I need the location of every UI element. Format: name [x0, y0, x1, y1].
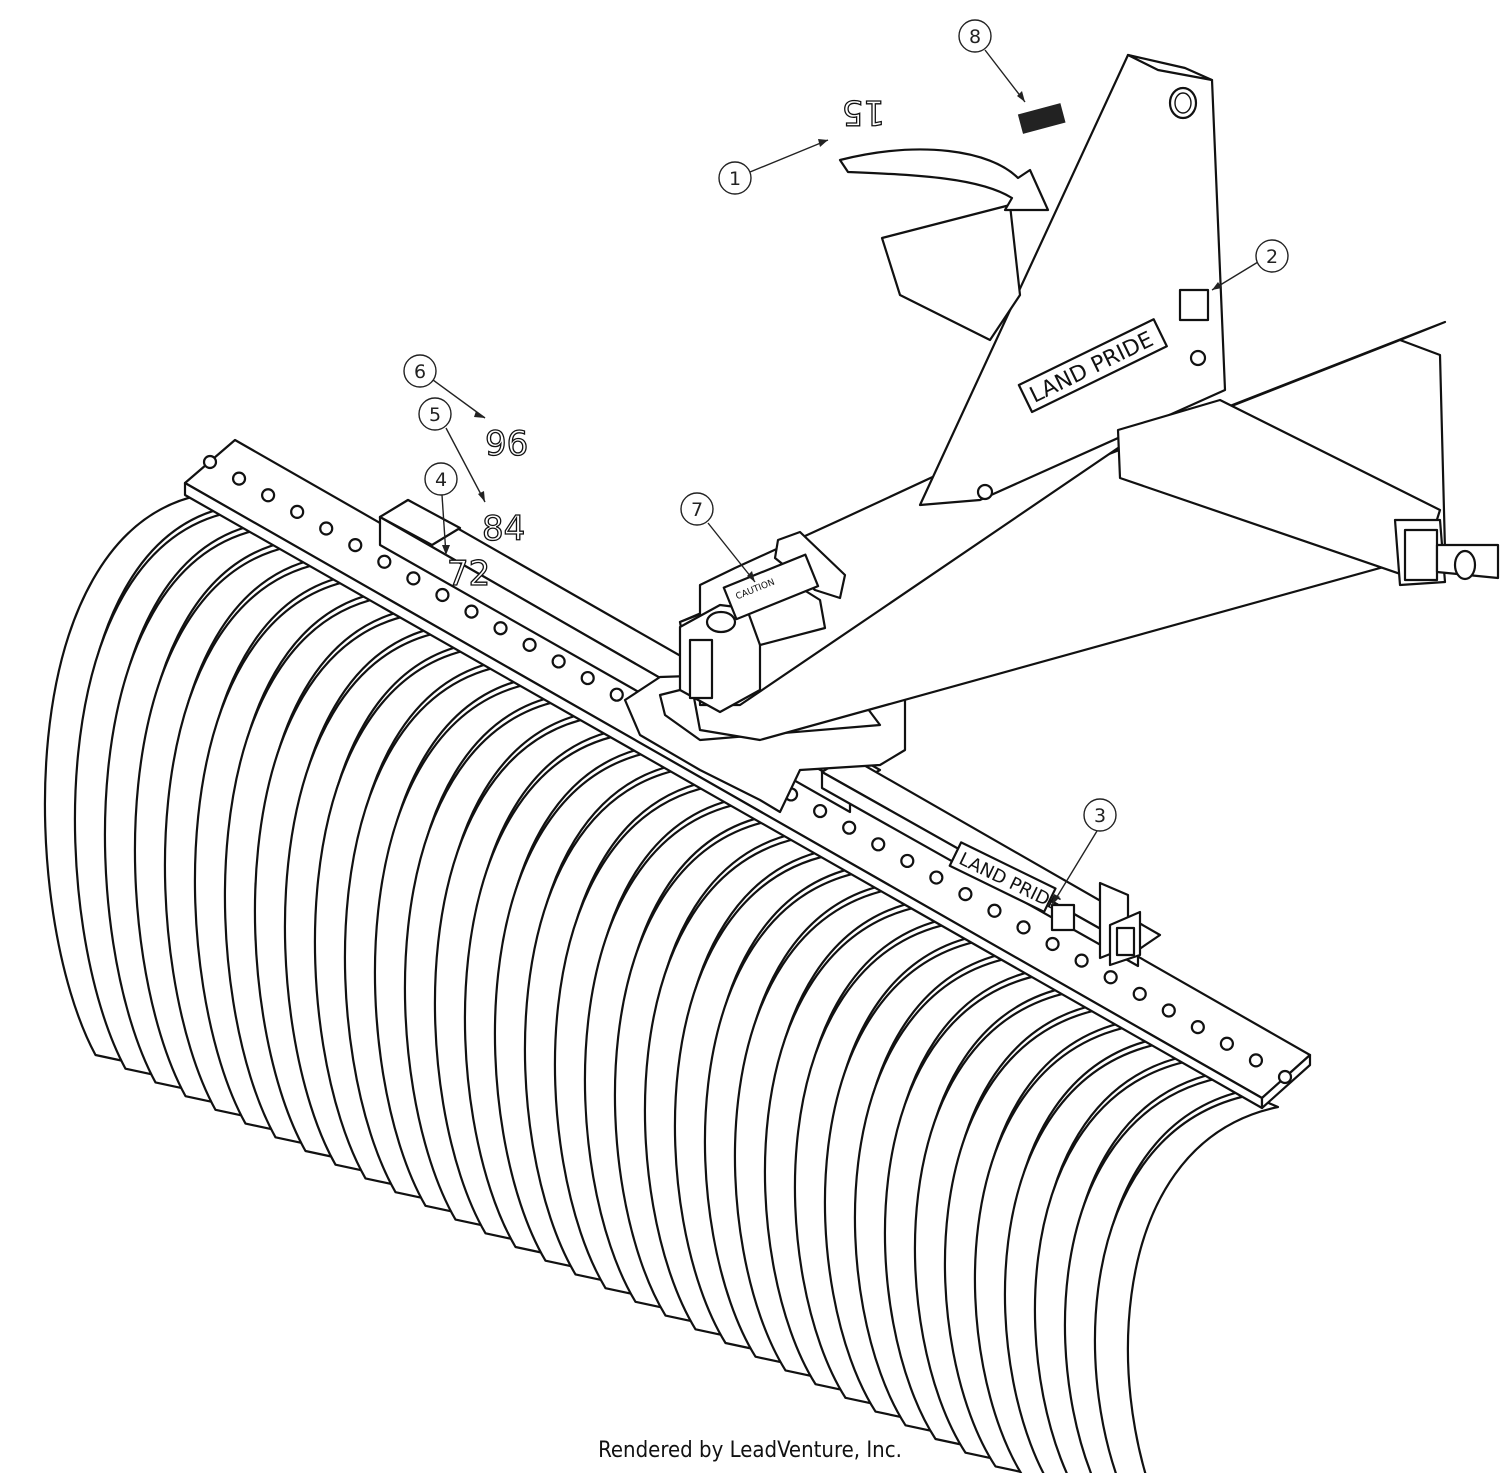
bolt [1248, 1053, 1264, 1068]
bolt [1132, 986, 1147, 1001]
rake-tine [1003, 1042, 1190, 1473]
caution-decal: CAUTION [722, 553, 820, 621]
brand-logo-bar [1050, 903, 1076, 932]
bolt [580, 670, 595, 686]
bolt [1103, 970, 1118, 985]
bolt [493, 621, 508, 636]
callout-4-label: 4 [435, 469, 447, 491]
rake-tine [973, 1025, 1160, 1473]
callout-4: 4 [424, 462, 458, 556]
rake-tine [493, 751, 680, 1268]
callout-1: 1 [718, 139, 829, 195]
rake-tines [43, 493, 1280, 1473]
bolt [202, 454, 218, 470]
a-frame-mast [880, 53, 1500, 587]
bolt [319, 521, 334, 536]
left-tube-end [378, 498, 462, 547]
callout-2: 2 [1211, 239, 1289, 291]
brand-logo-mast [1178, 288, 1210, 322]
rake-tine [523, 768, 710, 1282]
bolt [464, 604, 479, 619]
bolt [813, 803, 828, 819]
bolt [348, 538, 363, 553]
callout-8-label: 8 [969, 26, 981, 48]
rake-tine [463, 733, 650, 1255]
bolt [900, 853, 915, 869]
bolt [871, 837, 886, 852]
bolt-row [202, 454, 1293, 1085]
size-decal-15: 15 [842, 92, 885, 132]
bolt [1219, 1036, 1234, 1051]
bolt [231, 471, 247, 486]
footer-credit: Rendered by LeadVenture, Inc. [598, 1438, 902, 1463]
callout-2-label: 2 [1266, 246, 1278, 268]
bolt [1161, 1003, 1176, 1018]
rake-tine [913, 991, 1100, 1460]
size-decal-96: 96 [485, 424, 528, 464]
callout-5: 5 [418, 397, 486, 503]
rotation-arrow [838, 148, 1050, 212]
callout-5-label: 5 [429, 404, 441, 426]
bolt [290, 504, 305, 519]
callout-7: 7 [680, 492, 756, 583]
rake-tine [1093, 1093, 1280, 1473]
bolt [1190, 1020, 1205, 1035]
callout-1-label: 1 [729, 168, 741, 190]
bolt [1016, 920, 1031, 935]
rake-tine [1033, 1059, 1220, 1473]
callout-3-label: 3 [1094, 805, 1106, 827]
bolt [1045, 936, 1060, 952]
callout-8: 8 [958, 19, 1026, 103]
rake-tine [553, 785, 740, 1296]
bolt [261, 488, 276, 503]
size-decal-72: 72 [447, 554, 490, 594]
decal-8 [1017, 103, 1066, 134]
callout-6-label: 6 [414, 361, 426, 383]
callout-6: 6 [403, 354, 486, 419]
bolt [522, 637, 537, 652]
bolt [377, 554, 392, 569]
rake-tine [883, 973, 1070, 1447]
callout-7-label: 7 [691, 499, 703, 521]
bolt [842, 820, 857, 835]
bolt [987, 903, 1002, 918]
bolt [1074, 953, 1089, 968]
callout-3: 3 [1051, 798, 1117, 906]
bolt [929, 870, 944, 885]
bolt [406, 571, 421, 586]
bolt [1277, 1069, 1293, 1085]
rake-tine [943, 1008, 1130, 1473]
bolt [551, 654, 566, 669]
rake-tine [1063, 1076, 1250, 1473]
bolt [435, 587, 450, 603]
size-decal-84: 84 [482, 509, 525, 549]
right-tube-end [1108, 910, 1142, 967]
bolt [609, 687, 624, 702]
bolt [958, 887, 973, 902]
